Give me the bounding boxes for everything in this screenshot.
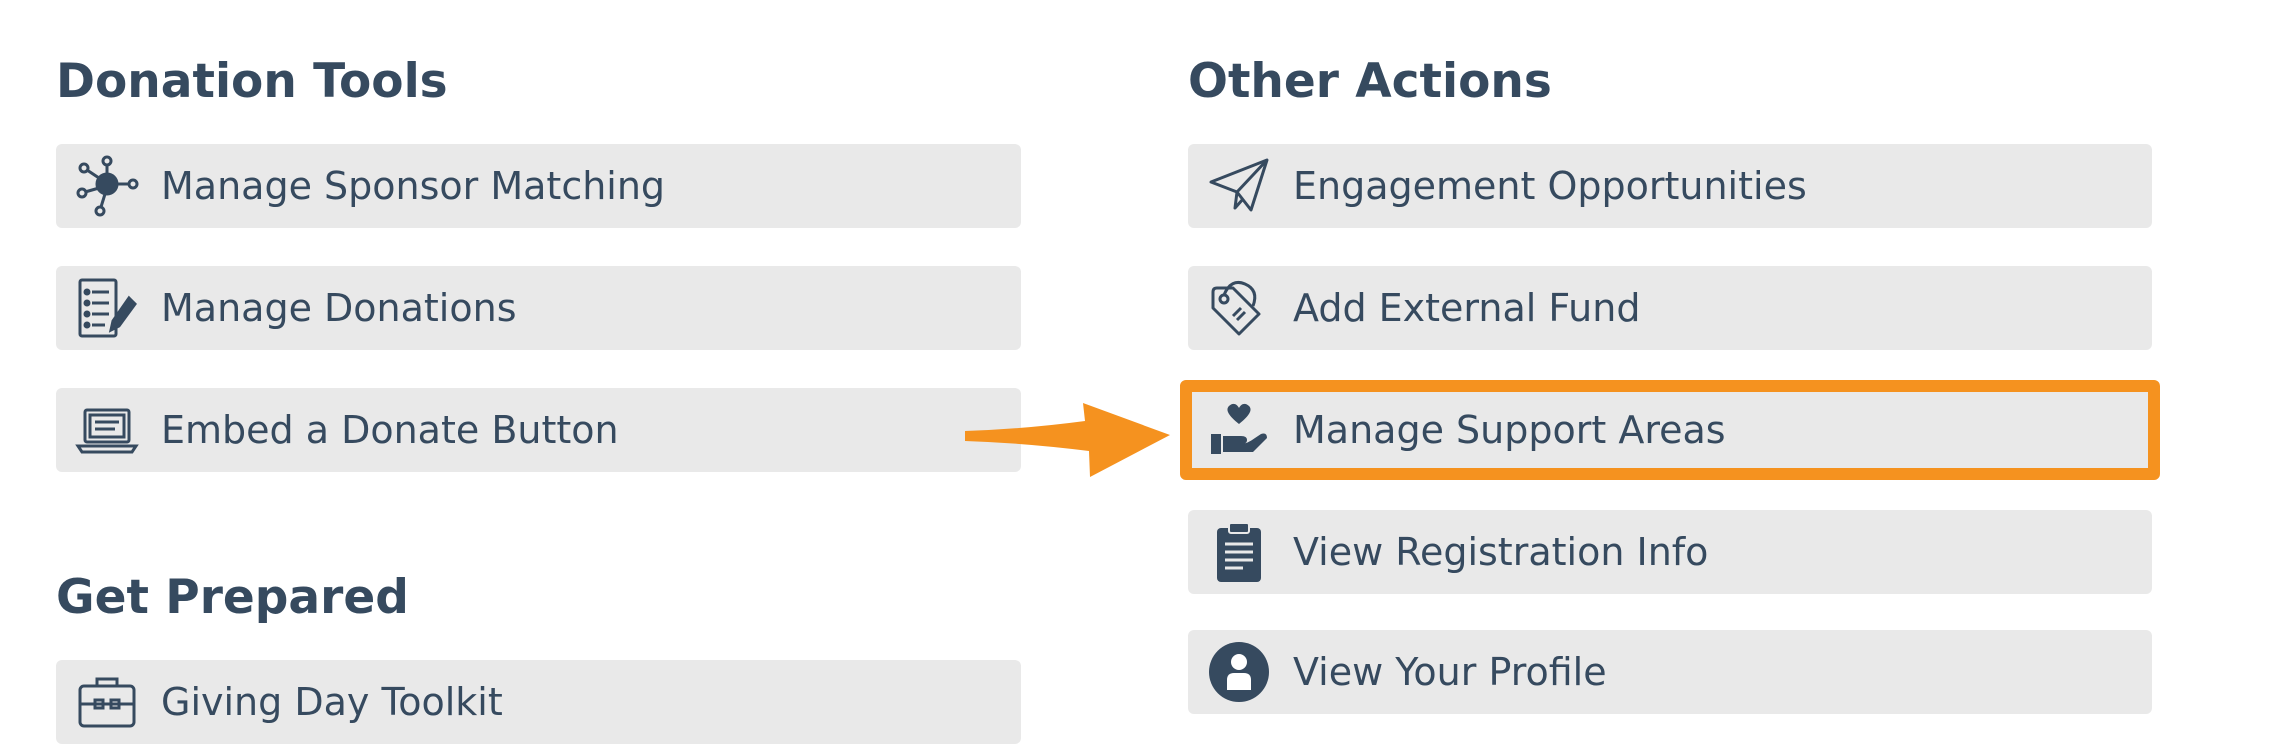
view-registration-info-button[interactable]: View Registration Info	[1188, 510, 2152, 594]
checklist-pencil-icon	[75, 276, 139, 340]
manage-donations-button[interactable]: Manage Donations	[56, 266, 1021, 350]
add-external-fund-label: Add External Fund	[1293, 286, 1641, 330]
manage-sponsor-matching-button[interactable]: Manage Sponsor Matching	[56, 144, 1021, 228]
manage-donations-label: Manage Donations	[161, 286, 517, 330]
pointer-arrow-icon	[965, 403, 1170, 477]
embed-donate-button-label: Embed a Donate Button	[161, 408, 619, 452]
add-external-fund-button[interactable]: Add External Fund	[1188, 266, 2152, 350]
briefcase-icon	[75, 670, 139, 734]
view-registration-info-label: View Registration Info	[1293, 530, 1709, 574]
clipboard-icon	[1207, 520, 1271, 584]
giving-day-toolkit-button[interactable]: Giving Day Toolkit	[56, 660, 1021, 744]
engagement-opportunities-label: Engagement Opportunities	[1293, 164, 1807, 208]
view-your-profile-button[interactable]: View Your Profile	[1188, 630, 2152, 714]
paper-plane-icon	[1207, 154, 1271, 218]
view-your-profile-label: View Your Profile	[1293, 650, 1607, 694]
heart-hand-icon	[1207, 398, 1271, 462]
get-prepared-heading: Get Prepared	[56, 570, 409, 625]
other-actions-heading: Other Actions	[1188, 54, 1552, 109]
manage-sponsor-matching-label: Manage Sponsor Matching	[161, 164, 666, 208]
user-circle-icon	[1207, 640, 1271, 704]
manage-support-areas-button[interactable]: Manage Support Areas	[1188, 388, 2152, 472]
donation-tools-heading: Donation Tools	[56, 54, 448, 109]
price-tag-icon	[1207, 276, 1271, 340]
network-hub-icon	[75, 154, 139, 218]
embed-donate-button-button[interactable]: Embed a Donate Button	[56, 388, 1021, 472]
manage-support-areas-label: Manage Support Areas	[1293, 408, 1726, 452]
laptop-icon	[75, 398, 139, 462]
giving-day-toolkit-label: Giving Day Toolkit	[161, 680, 503, 724]
engagement-opportunities-button[interactable]: Engagement Opportunities	[1188, 144, 2152, 228]
